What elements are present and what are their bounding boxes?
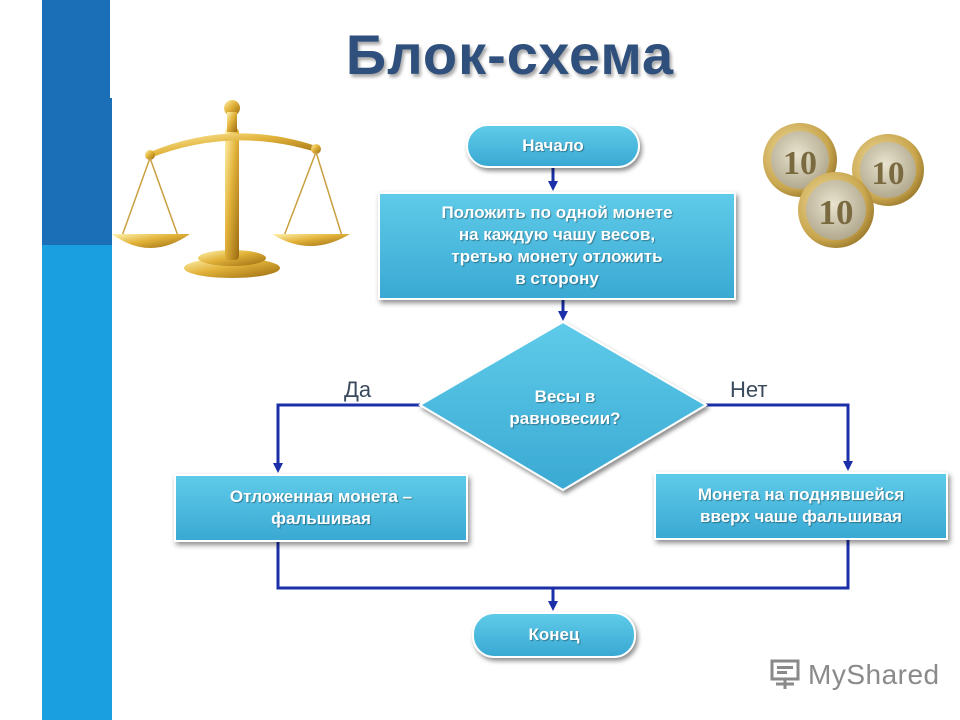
line-yes-merge bbox=[276, 542, 553, 590]
no-result-block: Монета на поднявшейся вверх чаше фальшив… bbox=[654, 472, 948, 540]
yes-result-block: Отложенная монета – фальшивая bbox=[174, 474, 468, 542]
left-band-notch bbox=[110, 0, 112, 98]
no-label: Нет bbox=[730, 377, 768, 402]
decision-diamond bbox=[418, 320, 708, 492]
watermark-text: MyShared bbox=[808, 659, 940, 690]
left-band-light bbox=[42, 245, 112, 720]
yes-label: Да bbox=[344, 377, 372, 402]
start-block: Начало bbox=[466, 124, 640, 168]
line-no-merge bbox=[553, 540, 850, 590]
arrow-no-branch bbox=[706, 403, 853, 471]
decision-text: Весы в равновесии? bbox=[509, 387, 621, 428]
end-block: Конец bbox=[472, 612, 636, 658]
presentation-icon bbox=[770, 659, 800, 689]
process-block: Положить по одной монете на каждую чашу … bbox=[378, 192, 736, 300]
left-band-dark bbox=[42, 0, 112, 245]
slide-title: Блок-схема bbox=[345, 23, 675, 86]
watermark: MyShared bbox=[768, 655, 940, 695]
arrow-yes-branch bbox=[273, 403, 420, 473]
